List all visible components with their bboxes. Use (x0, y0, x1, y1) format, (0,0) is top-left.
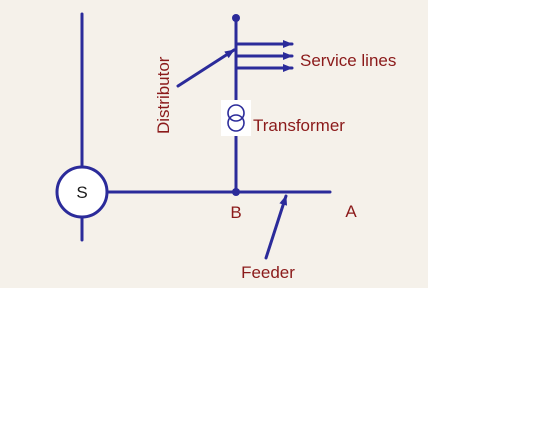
feeder-label: Feeder (241, 263, 295, 282)
distributor-pointer-arrow (176, 48, 236, 88)
transformer-label: Transformer (253, 116, 345, 135)
service-lines-label: Service lines (300, 51, 396, 70)
source-node: S (55, 165, 109, 219)
source-label: S (76, 183, 87, 202)
diagram-background (0, 0, 428, 288)
transformer-symbol (221, 100, 251, 136)
feeder-pointer-arrow (264, 194, 288, 260)
node-b-dot (232, 188, 240, 196)
distributor-end-node (232, 14, 240, 22)
transformer-coil-top (227, 104, 245, 122)
node-b-label: B (230, 203, 241, 222)
transformer-backdrop (221, 100, 251, 136)
transformer-coil-bottom (227, 114, 245, 132)
distributor-label: Distributor (154, 56, 173, 134)
node-a-label: A (345, 202, 357, 221)
